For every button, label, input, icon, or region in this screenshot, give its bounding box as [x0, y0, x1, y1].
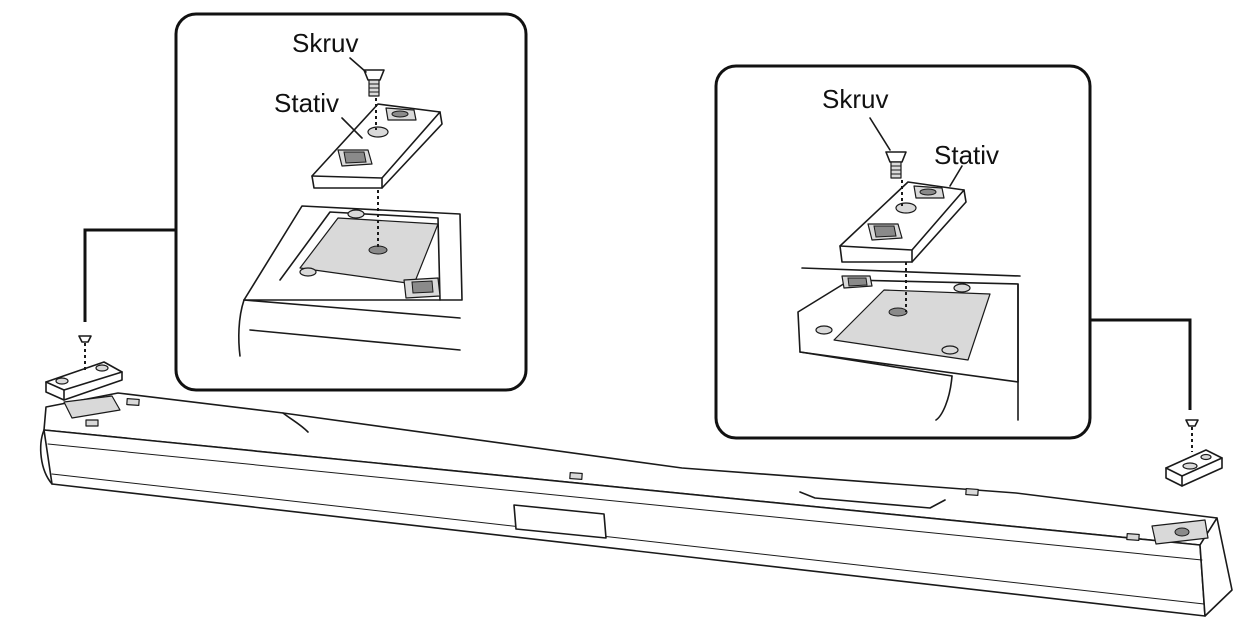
right-screw-label: Skruv — [822, 84, 888, 114]
right-callout-connector — [1090, 318, 1192, 410]
right-stand-small — [1165, 449, 1223, 487]
left-stand-label: Stativ — [274, 88, 339, 118]
left-screw-label: Skruv — [292, 28, 358, 58]
right-detail-callout: Skruv Stativ — [714, 64, 1092, 440]
left-detail-callout: Skruv Stativ — [174, 12, 528, 392]
left-callout-connector — [83, 228, 175, 322]
right-stand-label: Stativ — [934, 140, 999, 170]
left-stand-small — [45, 361, 123, 401]
left-screw-small — [78, 335, 92, 370]
soundbar — [39, 392, 1233, 617]
right-screw-small — [1185, 419, 1199, 452]
